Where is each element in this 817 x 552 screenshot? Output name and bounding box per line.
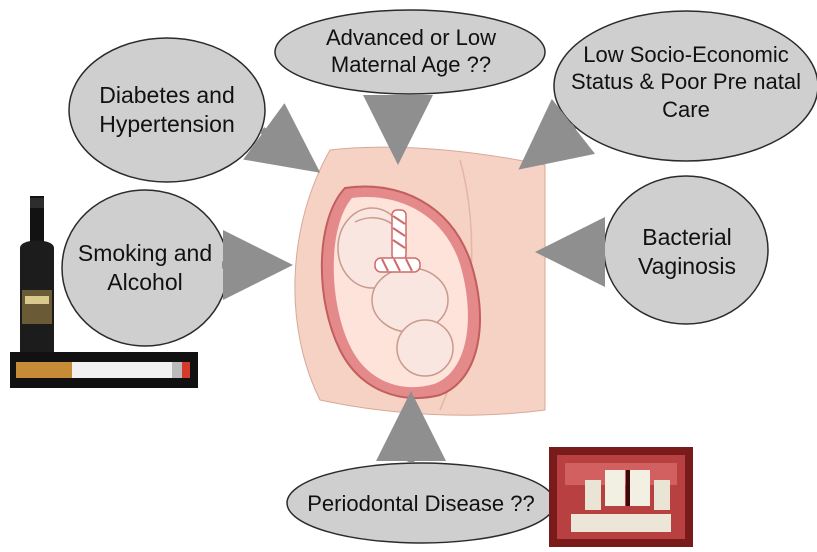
arrow-diabetes (262, 130, 292, 152)
risk-socio-economic-label: Low Socio-Economic Status & Poor Pre nat… (556, 34, 816, 130)
risk-diabetes-label: Diabetes and Hypertension (82, 60, 252, 160)
wine-bottle-icon (20, 196, 54, 356)
risk-maternal-age-label: Advanced or Low Maternal Age ?? (282, 20, 540, 82)
teeth-photo (549, 447, 693, 547)
cigarette-icon (10, 352, 198, 388)
risk-periodontal-label: Periodontal Disease ?? (290, 478, 552, 530)
risk-smoking-label: Smoking and Alcohol (70, 220, 220, 316)
pregnancy-illustration (295, 147, 545, 415)
risk-bacterial-label: Bacterial Vaginosis (612, 216, 762, 288)
